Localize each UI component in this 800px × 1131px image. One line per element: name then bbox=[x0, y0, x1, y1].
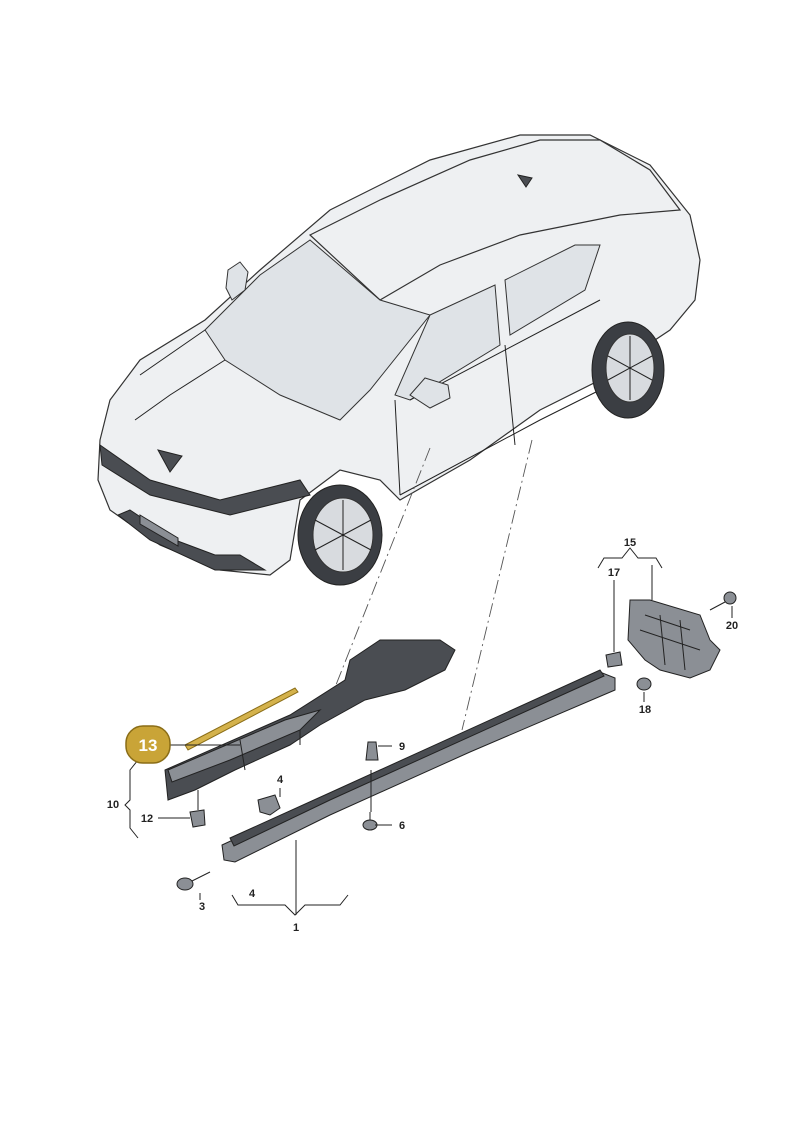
side-sill-moulding bbox=[221, 669, 616, 863]
label-part-3: 3 bbox=[199, 901, 205, 913]
leader-line-rear bbox=[461, 439, 533, 731]
sill-seal-strip-highlighted bbox=[184, 687, 299, 751]
label-part-12: 12 bbox=[141, 813, 153, 825]
label-part-4-clip: 4 bbox=[277, 774, 284, 786]
label-part-20: 20 bbox=[726, 620, 738, 632]
clip-part-18 bbox=[636, 677, 652, 691]
screw-part-9 bbox=[365, 741, 379, 761]
label-part-15: 15 bbox=[624, 537, 636, 549]
label-part-9: 9 bbox=[399, 741, 405, 753]
leader-line-front bbox=[329, 447, 431, 701]
clip-part-4 bbox=[257, 794, 281, 816]
callout-badge-13[interactable]: 13 bbox=[125, 725, 171, 764]
rear-mounting-bracket bbox=[627, 599, 721, 679]
label-part-1: 1 bbox=[293, 922, 299, 934]
callout-number: 13 bbox=[139, 736, 158, 755]
clip-part-12 bbox=[189, 809, 206, 828]
sill-trim-panel bbox=[164, 639, 456, 801]
label-part-10: 10 bbox=[107, 799, 119, 811]
label-part-4-sill: 4 bbox=[249, 888, 256, 900]
clip-part-17 bbox=[605, 651, 623, 668]
screw-part-3 bbox=[176, 871, 211, 891]
car-illustration bbox=[97, 134, 701, 586]
callout-badge-background bbox=[125, 725, 171, 764]
label-part-17: 17 bbox=[608, 567, 620, 579]
label-part-18: 18 bbox=[639, 704, 651, 716]
screw-part-6 bbox=[362, 812, 378, 831]
callout-lines bbox=[124, 547, 733, 916]
screw-part-20 bbox=[709, 591, 737, 611]
label-part-6: 6 bbox=[399, 820, 405, 832]
